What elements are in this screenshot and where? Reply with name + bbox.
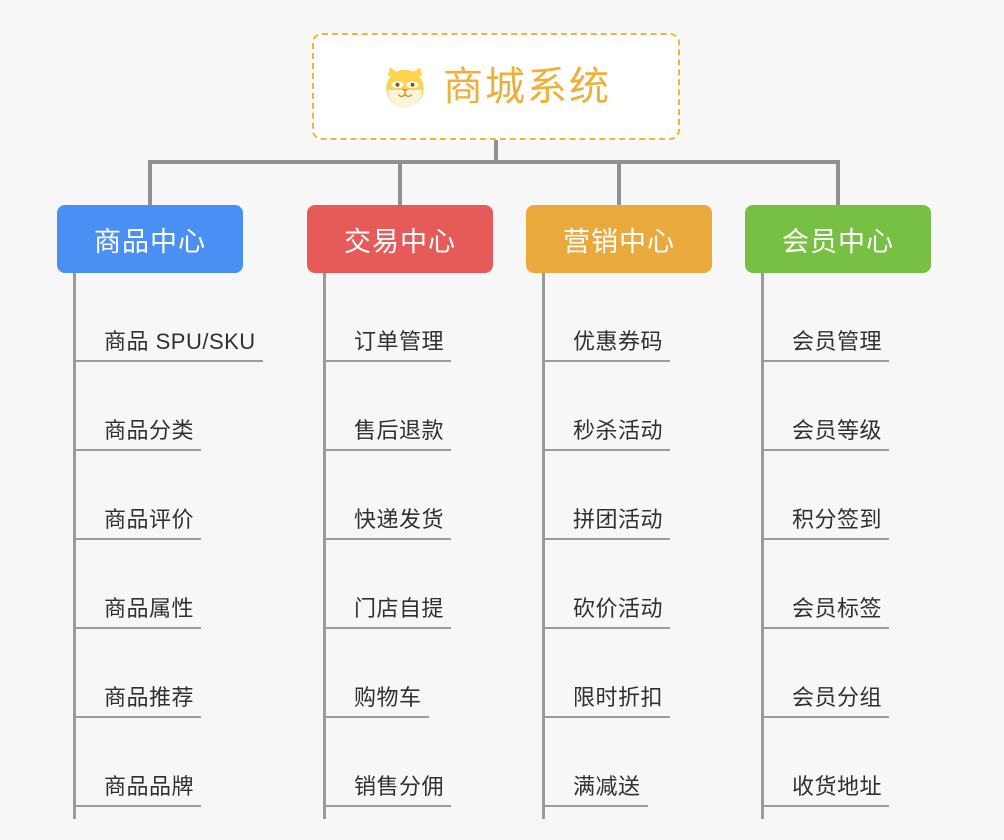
list-item-label: 商品推荐 <box>104 685 195 710</box>
list-item-rule <box>323 538 452 540</box>
column-trade: 订单管理 售后退款 快递发货 门店自提 购物车 销售分佣 <box>307 273 537 819</box>
list-item-label: 商品评价 <box>104 507 195 532</box>
list-item-label: 优惠券码 <box>573 329 664 354</box>
list-item[interactable]: 商品分类 <box>73 362 287 451</box>
column-spine <box>73 273 76 819</box>
list-item[interactable]: 会员管理 <box>761 273 975 362</box>
list-item-rule <box>73 449 202 451</box>
column-product: 商品 SPU/SKU 商品分类 商品评价 商品属性 商品推荐 商品品牌 <box>57 273 287 819</box>
list-item[interactable]: 积分签到 <box>761 451 975 540</box>
list-item-label: 秒杀活动 <box>573 418 664 443</box>
list-item[interactable]: 会员分组 <box>761 629 975 718</box>
list-item-rule <box>542 449 671 451</box>
list-item-label: 售后退款 <box>354 418 445 443</box>
list-item-rule <box>542 360 671 362</box>
connector-root-stem <box>494 140 498 164</box>
category-header-member[interactable]: 会员中心 <box>745 205 931 273</box>
list-item[interactable]: 快递发货 <box>323 451 537 540</box>
list-item[interactable]: 售后退款 <box>323 362 537 451</box>
list-item[interactable]: 砍价活动 <box>542 540 756 629</box>
list-item-rule <box>323 449 452 451</box>
list-item-label: 商品属性 <box>104 596 195 621</box>
list-item-label: 商品 SPU/SKU <box>104 329 256 354</box>
list-item-rule <box>323 627 452 629</box>
list-item-rule <box>761 805 890 807</box>
category-header-trade[interactable]: 交易中心 <box>307 205 493 273</box>
list-item-rule <box>323 716 429 718</box>
list-item-label: 订单管理 <box>354 329 445 354</box>
column-spine <box>542 273 545 819</box>
root-node-label: 商城系统 <box>443 64 611 109</box>
root-node[interactable]: 商城系统 <box>312 33 680 140</box>
list-item-rule <box>323 805 452 807</box>
list-item-label: 积分签到 <box>792 507 883 532</box>
list-item[interactable]: 订单管理 <box>323 273 537 362</box>
connector-bus <box>148 160 840 164</box>
list-item[interactable]: 门店自提 <box>323 540 537 629</box>
list-item[interactable]: 商品属性 <box>73 540 287 629</box>
list-item[interactable]: 商品 SPU/SKU <box>73 273 287 362</box>
list-item[interactable]: 商品推荐 <box>73 629 287 718</box>
list-item-label: 收货地址 <box>792 774 883 799</box>
list-item-label: 快递发货 <box>354 507 445 532</box>
category-header-label: 商品中心 <box>94 226 206 257</box>
category-header-label: 营销中心 <box>563 226 675 257</box>
list-item-rule <box>542 627 671 629</box>
list-item[interactable]: 限时折扣 <box>542 629 756 718</box>
list-item[interactable]: 销售分佣 <box>323 718 537 807</box>
list-item-rule <box>761 360 890 362</box>
column-spine <box>761 273 764 819</box>
list-item[interactable]: 满减送 <box>542 718 756 807</box>
connector-drop-2 <box>398 160 402 205</box>
list-item-label: 商品品牌 <box>104 774 195 799</box>
list-item-rule <box>73 538 202 540</box>
list-item-label: 拼团活动 <box>573 507 664 532</box>
connector-drop-1 <box>148 160 152 205</box>
list-item[interactable]: 购物车 <box>323 629 537 718</box>
list-item-rule <box>761 627 890 629</box>
list-item-label: 门店自提 <box>354 596 445 621</box>
connector-drop-3 <box>617 160 621 205</box>
list-item[interactable]: 商品品牌 <box>73 718 287 807</box>
list-item[interactable]: 会员标签 <box>761 540 975 629</box>
list-item-label: 购物车 <box>354 685 422 710</box>
category-header-marketing[interactable]: 营销中心 <box>526 205 712 273</box>
list-item-rule <box>73 627 202 629</box>
list-item[interactable]: 拼团活动 <box>542 451 756 540</box>
list-item-rule <box>542 538 671 540</box>
list-item-label: 会员分组 <box>792 685 883 710</box>
column-member: 会员管理 会员等级 积分签到 会员标签 会员分组 收货地址 <box>745 273 975 819</box>
dog-face-icon <box>386 67 424 108</box>
list-item-label: 满减送 <box>573 774 641 799</box>
list-item-rule <box>542 805 648 807</box>
column-spine <box>323 273 326 819</box>
category-header-product[interactable]: 商品中心 <box>57 205 243 273</box>
list-item-rule <box>761 716 890 718</box>
list-item-rule <box>73 360 263 362</box>
category-header-label: 交易中心 <box>344 226 456 257</box>
list-item[interactable]: 商品评价 <box>73 451 287 540</box>
list-item[interactable]: 收货地址 <box>761 718 975 807</box>
list-item-label: 会员管理 <box>792 329 883 354</box>
list-item-label: 会员等级 <box>792 418 883 443</box>
list-item-label: 销售分佣 <box>354 774 445 799</box>
list-item-label: 会员标签 <box>792 596 883 621</box>
list-item-rule <box>73 805 202 807</box>
connector-drop-4 <box>836 160 840 205</box>
column-marketing: 优惠券码 秒杀活动 拼团活动 砍价活动 限时折扣 满减送 <box>526 273 756 819</box>
list-item-rule <box>73 716 202 718</box>
list-item-label: 砍价活动 <box>573 596 664 621</box>
list-item-rule <box>542 716 671 718</box>
list-item-rule <box>761 449 890 451</box>
list-item[interactable]: 会员等级 <box>761 362 975 451</box>
list-item-rule <box>323 360 452 362</box>
list-item[interactable]: 优惠券码 <box>542 273 756 362</box>
list-item-label: 商品分类 <box>104 418 195 443</box>
list-item-rule <box>761 538 890 540</box>
category-header-label: 会员中心 <box>782 226 894 257</box>
list-item-label: 限时折扣 <box>573 685 664 710</box>
list-item[interactable]: 秒杀活动 <box>542 362 756 451</box>
